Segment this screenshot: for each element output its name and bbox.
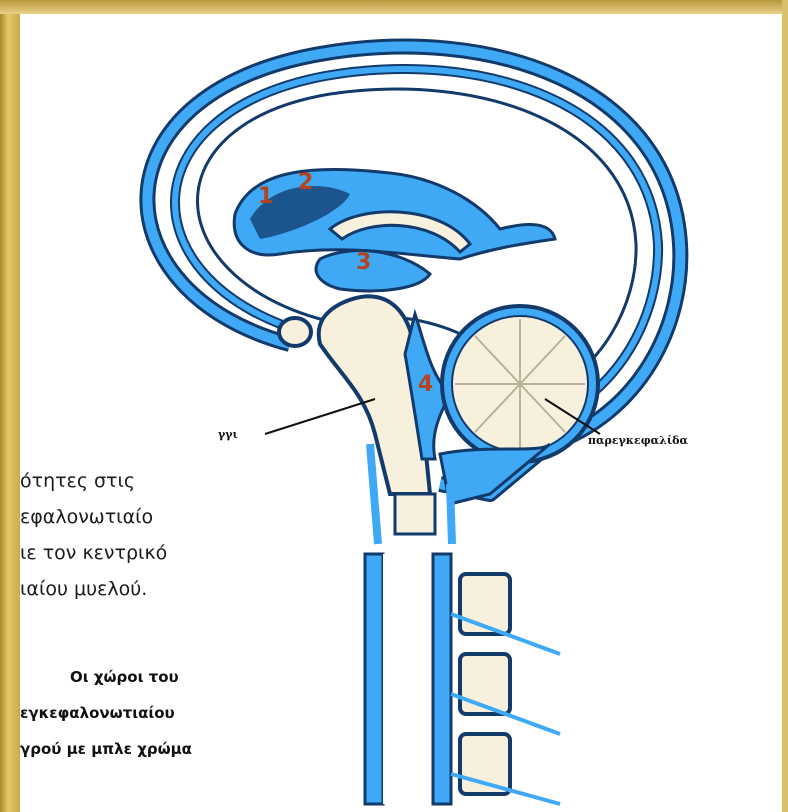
ventricle-number-1: 1	[258, 184, 273, 209]
caption-line-3: ιε τον κεντρικό	[20, 542, 167, 564]
brainstem-leader-line	[265, 399, 375, 434]
caption-line-4: ιαίου μυελού.	[20, 578, 147, 600]
ventricle-number-3: 3	[356, 250, 371, 275]
caption-line-2: εφαλονωτιαίο	[20, 506, 153, 528]
frame-right-border	[782, 0, 788, 812]
pituitary	[279, 318, 311, 346]
ventricle-number-4: 4	[418, 372, 433, 397]
cerebellum-label: παρεγκεφαλίδα	[588, 434, 688, 447]
spinal-cord-upper	[395, 494, 435, 534]
brainstem-label: γγι	[218, 428, 238, 441]
caption-line-1: ότητες στις	[20, 470, 135, 492]
spinal-csf-upper-left	[370, 444, 378, 544]
note-line-1: Οι χώροι του	[70, 668, 179, 686]
spinal-cord-lower	[383, 554, 433, 804]
slide-canvas: 1 2 3 4 γγι παρεγκεφαλίδα ότητες στις εφ…	[20, 14, 782, 812]
frame-left-border	[0, 0, 20, 812]
spinal-canal-left	[365, 554, 383, 804]
spinal-csf-upper-right	[450, 484, 452, 544]
frame-top-border	[0, 0, 788, 14]
csf-brain-diagram	[20, 14, 782, 812]
spinal-canal-right	[433, 554, 451, 804]
note-line-3: γρού με μπλε χρώμα	[20, 740, 192, 758]
ventricle-number-2: 2	[298, 170, 313, 195]
note-line-2: εγκεφαλονωτιαίου	[20, 704, 175, 722]
vertebrae	[460, 574, 510, 794]
